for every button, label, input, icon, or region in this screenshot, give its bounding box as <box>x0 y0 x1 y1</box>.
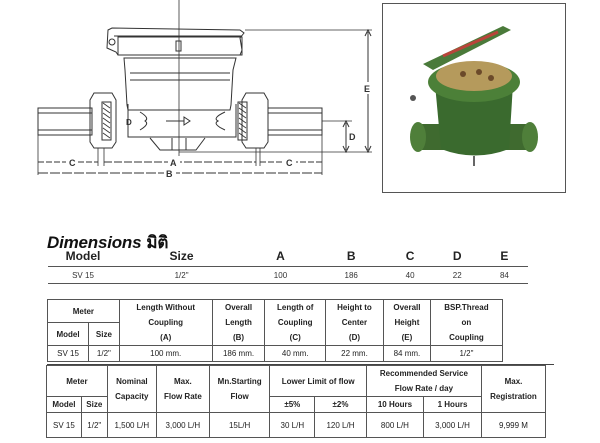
divider <box>47 364 554 365</box>
header-e: E <box>480 249 528 267</box>
technical-drawing: D E D <box>0 0 380 200</box>
cell-1-hours: 3,000 L/H <box>423 412 482 438</box>
cell-model: SV 15 <box>46 412 82 438</box>
header-model: Model <box>46 396 82 413</box>
cell-size: 1/2" <box>118 266 246 284</box>
cell-thread: 1/2" <box>429 345 504 362</box>
header-model: Model <box>48 249 118 267</box>
header-max-registration: Max.Registration <box>480 365 547 413</box>
header-size: Size <box>118 249 246 267</box>
header-meter: Meter <box>47 299 120 323</box>
header-meter: Meter <box>46 365 108 397</box>
header-b: B <box>315 249 387 267</box>
cell-length-c: 40 mm. <box>264 345 326 362</box>
cell-size: 1/2" <box>88 345 120 362</box>
cell-a: 100 <box>245 266 316 284</box>
table-row: SV 15 1/2" 1,500 L/H 3,000 L/H 15L/H 30 … <box>46 412 547 438</box>
header-lower-limit: Lower Limit of flow <box>269 365 367 397</box>
header-size: Size <box>88 322 120 346</box>
table-row: SV 15 1/2" 100 mm. 186 mm. 40 mm. 22 mm.… <box>46 345 504 362</box>
header-pm5: ±5% <box>269 396 316 413</box>
label-b: B <box>166 169 173 179</box>
cell-max-registration: 9,999 M <box>480 412 547 438</box>
cell-pm2: 120 L/H <box>314 412 367 438</box>
header-pm2: ±2% <box>314 396 367 413</box>
cell-size: 1/2" <box>80 412 108 438</box>
cell-e: 84 <box>480 266 528 284</box>
cell-c: 40 <box>386 266 434 284</box>
dimensions-title-thai: มิติ <box>146 233 169 252</box>
label-a: A <box>170 158 177 168</box>
header-model: Model <box>46 322 90 346</box>
cell-b: 186 <box>315 266 387 284</box>
header-a: A <box>245 249 316 267</box>
label-c-right: C <box>286 158 293 168</box>
cell-d: 22 <box>433 266 481 284</box>
cell-length-b: 186 mm. <box>211 345 266 362</box>
cell-model: SV 15 <box>48 266 118 284</box>
dimensions-table: Model Size A B C D E SV 15 1/2" 100 186 … <box>48 249 528 284</box>
cell-length-a: 100 mm. <box>118 345 213 362</box>
label-e: E <box>364 84 370 94</box>
header-10-hours: 10 Hours <box>365 396 425 413</box>
cell-model: SV 15 <box>46 345 90 362</box>
label-c-left: C <box>69 158 76 168</box>
cell-10-hours: 800 L/H <box>365 412 425 438</box>
cell-pm5: 30 L/H <box>269 412 316 438</box>
header-max-flow-rate: Max.Flow Rate <box>155 365 210 413</box>
table-row: SV 15 1/2" 100 186 40 22 84 <box>48 266 528 284</box>
header-1-hours: 1 Hours <box>423 396 482 413</box>
header-c: C <box>386 249 434 267</box>
cell-max-flow: 3,000 L/H <box>155 412 210 438</box>
cell-nominal: 1,500 L/H <box>106 412 157 438</box>
cell-height-d: 22 mm. <box>324 345 384 362</box>
dimensions-title-text: Dimensions <box>47 233 142 252</box>
label-d-right: D <box>349 132 356 142</box>
header-size: Size <box>80 396 108 413</box>
product-photo <box>382 3 566 193</box>
header-d: D <box>433 249 481 267</box>
dimensions-header-row: Model Size A B C D E <box>48 249 528 267</box>
cell-min-start: 15L/H <box>208 412 271 438</box>
cell-height-e: 84 mm. <box>382 345 431 362</box>
label-d-inner: D <box>126 118 132 127</box>
